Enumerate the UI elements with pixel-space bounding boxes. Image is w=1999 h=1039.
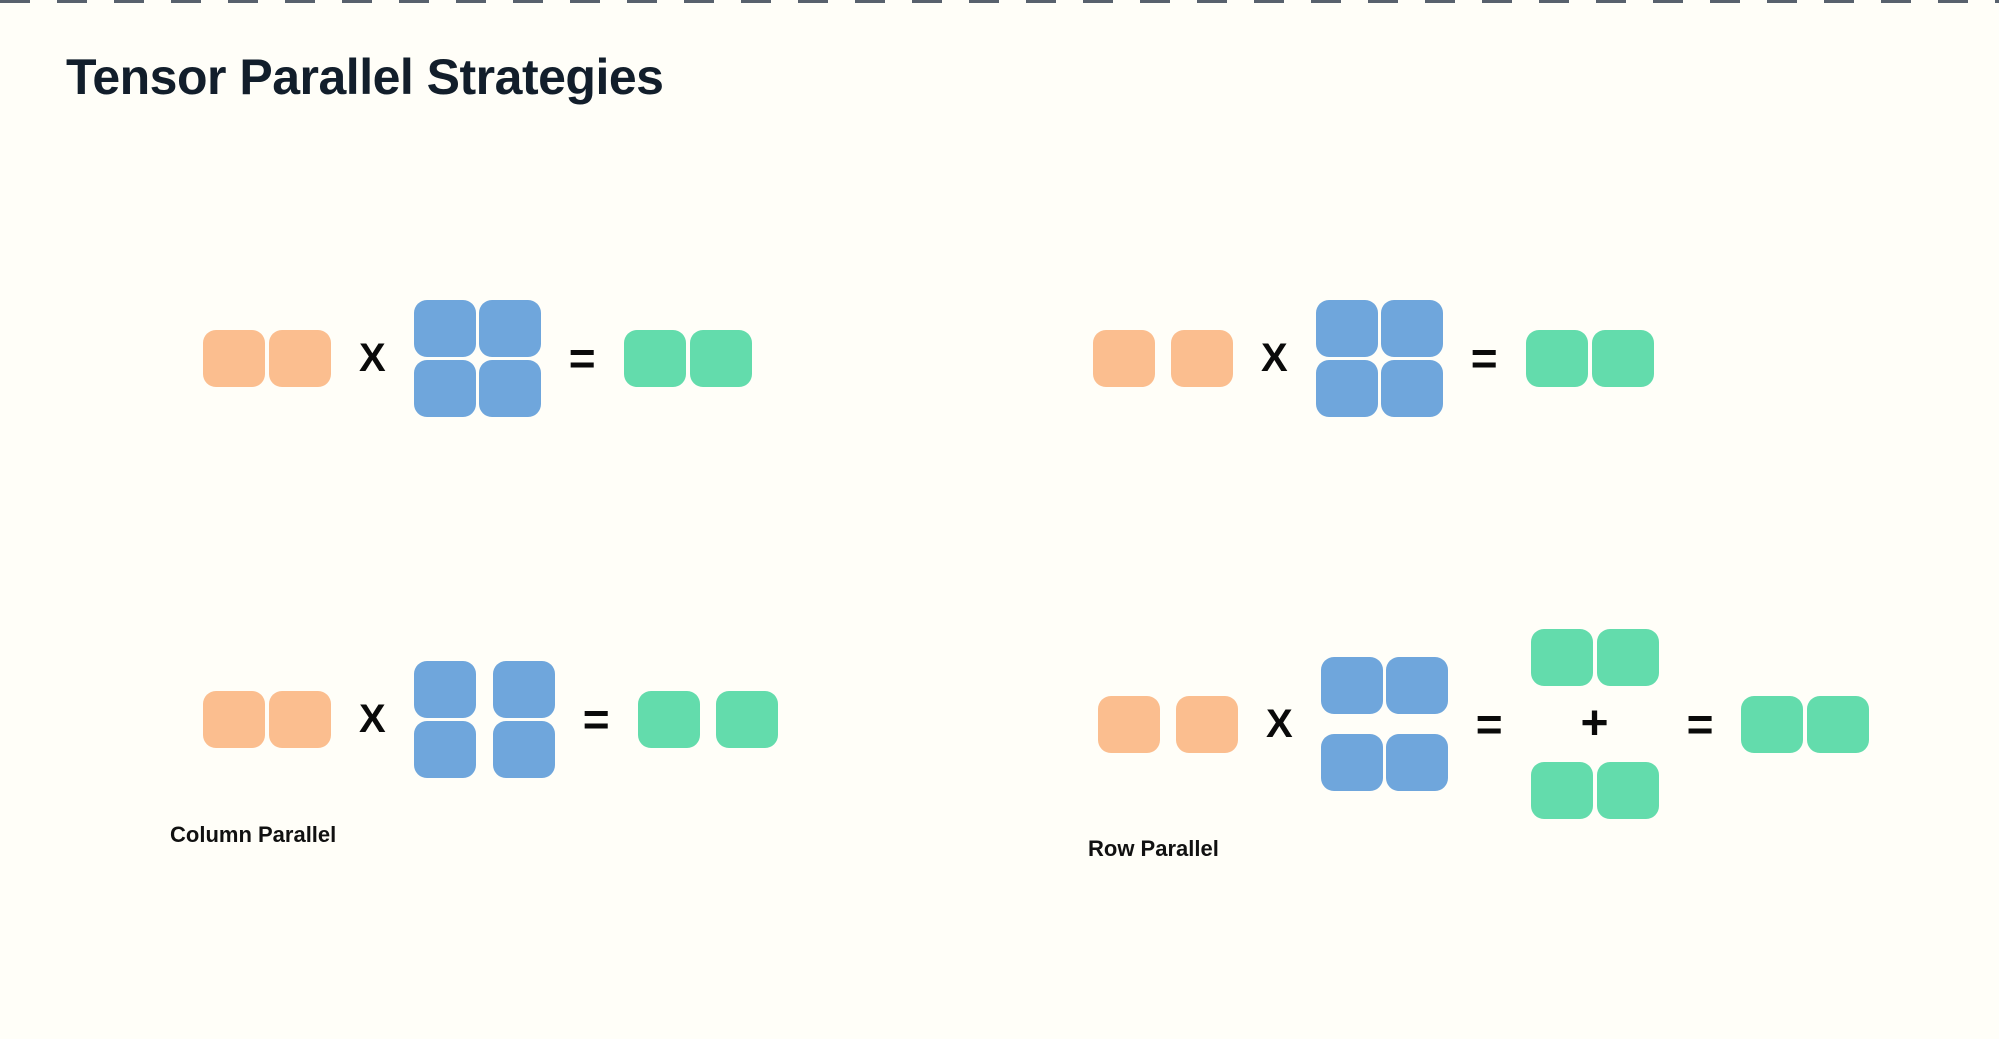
input-vector-split <box>1098 695 1238 753</box>
input-block <box>269 690 331 748</box>
multiply-operator: X <box>1261 336 1288 380</box>
input-vector <box>203 690 331 748</box>
weight-block <box>1385 657 1448 714</box>
input-block <box>269 329 331 387</box>
weight-block <box>1320 734 1383 791</box>
weight-block <box>478 299 541 357</box>
output-block <box>689 329 752 387</box>
partial-output-stack: + <box>1530 629 1659 819</box>
equals-operator: = <box>1475 698 1503 750</box>
weight-block <box>1385 734 1448 791</box>
input-vector-split <box>1093 329 1233 387</box>
weight-block <box>492 720 555 778</box>
weight-matrix-column-split <box>413 660 555 778</box>
output-block <box>637 690 700 748</box>
weight-block <box>413 660 476 718</box>
output-block <box>623 329 686 387</box>
output-block <box>1591 329 1654 387</box>
column-parallel-label: Column Parallel <box>170 822 337 847</box>
output-block <box>1807 695 1870 753</box>
output-vector-split <box>637 690 778 748</box>
input-block <box>203 329 265 387</box>
equals-operator: = <box>1686 698 1714 750</box>
input-block <box>1098 695 1160 753</box>
final-output-vector <box>1741 695 1870 753</box>
partial-output-vector <box>1530 762 1659 819</box>
top-dashed-border <box>0 0 1999 3</box>
weight-block <box>413 720 476 778</box>
diagram-column-parallel: X = <box>203 660 778 778</box>
weight-block <box>1320 657 1383 714</box>
multiply-operator: X <box>1266 702 1293 746</box>
weight-matrix <box>1315 299 1443 417</box>
weight-block <box>478 359 541 417</box>
diagram-top-right: X = <box>1093 299 1654 417</box>
output-block <box>1530 629 1593 686</box>
plus-operator: + <box>1580 697 1609 750</box>
output-block <box>715 690 778 748</box>
input-block <box>203 690 265 748</box>
weight-block <box>492 660 555 718</box>
equals-operator: = <box>582 693 610 745</box>
multiply-operator: X <box>359 697 386 741</box>
output-vector <box>623 329 752 387</box>
weight-matrix-row-split <box>1320 657 1448 791</box>
equals-operator: = <box>568 332 596 384</box>
weight-block <box>413 299 476 357</box>
weight-block <box>1380 359 1443 417</box>
diagram-row-parallel: X = + = <box>1098 629 1870 819</box>
weight-block <box>1380 299 1443 357</box>
row-parallel-label: Row Parallel <box>1088 836 1219 861</box>
output-block <box>1596 762 1659 819</box>
output-vector <box>1525 329 1654 387</box>
weight-block <box>413 359 476 417</box>
equals-operator: = <box>1470 332 1498 384</box>
input-block <box>1093 329 1155 387</box>
input-block <box>1176 695 1238 753</box>
weight-matrix <box>413 299 541 417</box>
multiply-operator: X <box>359 336 386 380</box>
output-block <box>1596 629 1659 686</box>
page-title: Tensor Parallel Strategies <box>66 49 664 105</box>
weight-block <box>1315 299 1378 357</box>
output-block <box>1525 329 1588 387</box>
weight-block <box>1315 359 1378 417</box>
partial-output-vector <box>1530 629 1659 686</box>
output-block <box>1741 695 1804 753</box>
input-block <box>1171 329 1233 387</box>
output-block <box>1530 762 1593 819</box>
input-vector <box>203 329 331 387</box>
diagram-top-left: X = <box>203 299 752 417</box>
